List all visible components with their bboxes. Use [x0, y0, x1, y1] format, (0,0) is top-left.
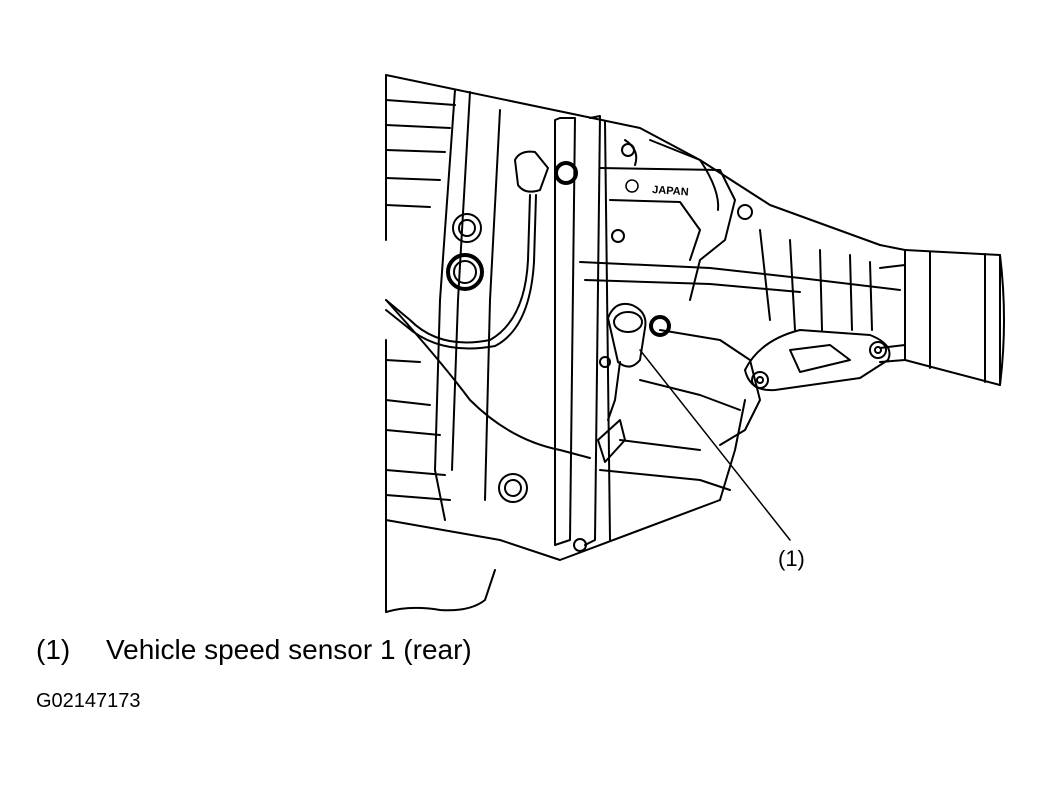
figure-id: G02147173: [36, 690, 141, 712]
extension-housing: [879, 244, 1005, 386]
legend-item-number: (1): [36, 634, 71, 665]
legend-item-text: Vehicle speed sensor 1 (rear): [106, 634, 472, 665]
callout-leader-line: [639, 349, 791, 541]
japan-stamp: JAPAN: [625, 179, 689, 199]
transmission-case: [385, 74, 901, 613]
vehicle-speed-sensor: [607, 302, 647, 421]
bolts: [446, 143, 753, 552]
transmission-illustration: JAPAN: [385, 74, 1005, 613]
legend-item: (1) Vehicle speed sensor 1 (rear): [36, 633, 472, 667]
japan-stamp-text: JAPAN: [652, 184, 689, 199]
sensor-harness: [385, 150, 626, 463]
callout-label-1: (1): [778, 546, 805, 571]
legend: (1) Vehicle speed sensor 1 (rear): [36, 633, 472, 667]
mount-bracket: [744, 329, 891, 392]
